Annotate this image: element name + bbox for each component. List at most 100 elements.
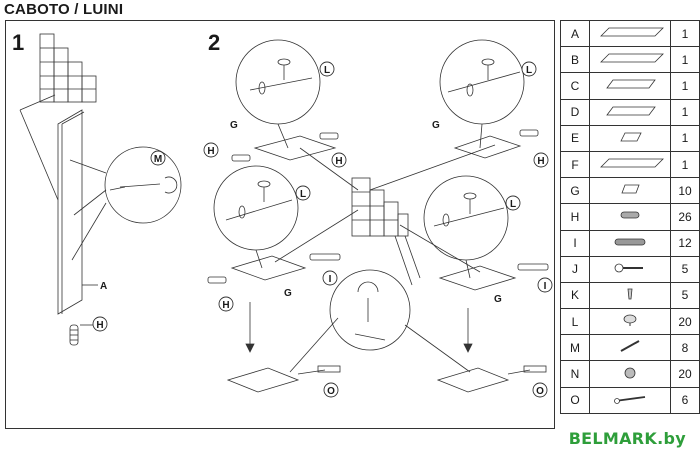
dowel-h-mid-left bbox=[207, 276, 227, 284]
dowel-h-top-right bbox=[519, 129, 539, 137]
part-quantity: 1 bbox=[670, 72, 700, 100]
part-quantity: 5 bbox=[670, 281, 700, 310]
watermark: BELMARK.by bbox=[568, 429, 686, 448]
parts-row: G 10 bbox=[560, 177, 700, 205]
callout-h-l-text: H bbox=[207, 146, 214, 157]
detail-circle-m bbox=[104, 146, 182, 224]
part-quantity: 8 bbox=[670, 334, 700, 362]
callout-h-left bbox=[203, 142, 219, 158]
connector-bolt-icon bbox=[589, 386, 671, 414]
part-quantity: 1 bbox=[670, 124, 700, 152]
part-quantity: 6 bbox=[670, 386, 700, 414]
part-letter: L bbox=[560, 308, 590, 336]
callout-h-left-2 bbox=[331, 152, 347, 168]
callout-l-tr-text: L bbox=[526, 65, 532, 76]
parts-row: L 20 bbox=[560, 308, 700, 336]
callout-i-mid-right bbox=[537, 277, 553, 293]
callout-h-step1-text: H bbox=[96, 320, 103, 331]
document-title: CABOTO / LUINI bbox=[4, 1, 124, 18]
callout-m-step1 bbox=[150, 150, 166, 166]
callout-o-l-text: O bbox=[327, 386, 335, 397]
label-g-mid-left: G bbox=[284, 288, 292, 299]
shelf-g-top-right bbox=[453, 135, 522, 159]
detail-circle-bottom-center bbox=[329, 269, 411, 351]
cap-icon bbox=[589, 360, 671, 388]
dowel-icon bbox=[589, 203, 671, 231]
screw-icon bbox=[589, 255, 671, 283]
callout-h-ml-text: H bbox=[222, 300, 229, 311]
part-quantity: 20 bbox=[670, 308, 700, 336]
step-2-number: 2 bbox=[208, 30, 221, 55]
label-g-mid-right: G bbox=[494, 294, 502, 305]
part-letter: E bbox=[560, 124, 590, 152]
part-letter: K bbox=[560, 281, 590, 310]
part-letter: I bbox=[560, 229, 590, 257]
part-letter: G bbox=[560, 177, 590, 205]
part-letter: F bbox=[560, 150, 590, 179]
dowel-i-mid-left bbox=[309, 253, 341, 261]
callout-l-tl-text: L bbox=[324, 65, 330, 76]
medium-panel-icon bbox=[589, 72, 671, 100]
part-quantity: 1 bbox=[670, 46, 700, 74]
instruction-frame bbox=[5, 20, 555, 429]
callout-i-ml-text: I bbox=[329, 274, 332, 285]
part-quantity: 1 bbox=[670, 98, 700, 126]
detail-circle-top-right bbox=[439, 39, 525, 125]
callout-o-right bbox=[532, 382, 548, 398]
callout-o-r-text: O bbox=[536, 386, 544, 397]
step-1-number: 1 bbox=[12, 30, 25, 55]
part-letter: D bbox=[560, 98, 590, 126]
callout-m-step1-text: M bbox=[154, 154, 162, 165]
part-letter: J bbox=[560, 255, 590, 283]
label-a-step1: A bbox=[100, 281, 107, 292]
part-letter: N bbox=[560, 360, 590, 388]
part-letter: O bbox=[560, 386, 590, 414]
part-quantity: 20 bbox=[670, 360, 700, 388]
shelf-g-top-left bbox=[253, 135, 337, 161]
callout-l-ml-text: L bbox=[300, 189, 306, 200]
callout-h-l2-text: H bbox=[335, 156, 342, 167]
callout-l-mid-right bbox=[505, 195, 521, 211]
detail-circle-mid-left bbox=[213, 165, 299, 251]
part-quantity: 10 bbox=[670, 177, 700, 205]
label-g-top-right: G bbox=[432, 120, 440, 131]
part-letter: M bbox=[560, 334, 590, 362]
panel-a-drawing bbox=[57, 109, 85, 315]
long-dowel-icon bbox=[589, 229, 671, 257]
part-quantity: 5 bbox=[670, 255, 700, 283]
cam-lock-icon bbox=[589, 308, 671, 336]
parts-row: N 20 bbox=[560, 360, 700, 388]
part-quantity: 1 bbox=[670, 19, 700, 48]
long-panel-icon bbox=[589, 150, 671, 179]
long-panel-icon bbox=[589, 19, 671, 48]
callout-l-mid-left bbox=[295, 185, 311, 201]
dowel-h-step1 bbox=[69, 324, 79, 346]
medium-panel-icon bbox=[589, 98, 671, 126]
part-letter: A bbox=[560, 19, 590, 48]
callout-h-mid-left bbox=[218, 296, 234, 312]
part-quantity: 1 bbox=[670, 150, 700, 179]
shelf-g-mid-right bbox=[438, 265, 517, 291]
callout-l-top-right bbox=[521, 61, 537, 77]
long-panel-icon bbox=[589, 46, 671, 74]
callout-o-left bbox=[323, 382, 339, 398]
part-letter: B bbox=[560, 46, 590, 74]
dowel-i-mid-right bbox=[517, 263, 549, 271]
detail-circle-mid-right bbox=[423, 175, 509, 261]
small-panel-icon bbox=[589, 124, 671, 152]
label-g-top-left: G bbox=[230, 120, 238, 131]
shelf-unit-thumbnail-step1 bbox=[39, 33, 97, 103]
